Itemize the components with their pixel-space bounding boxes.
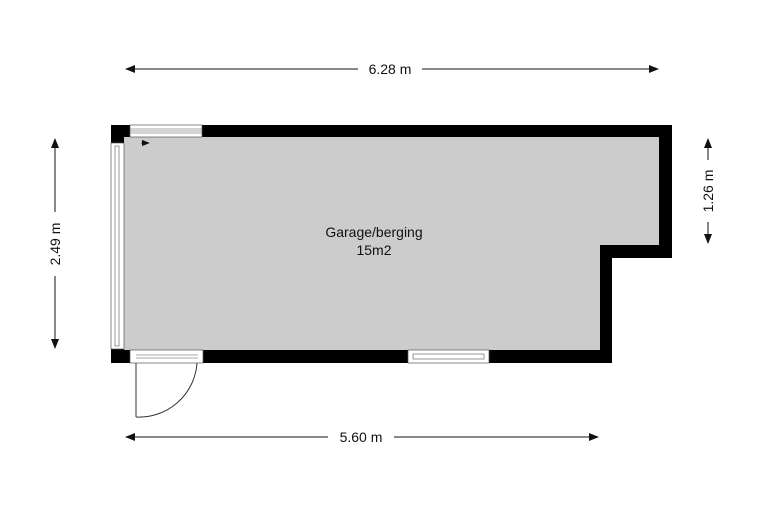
floor-garage — [124, 137, 659, 350]
room-area: 15m2 — [356, 242, 391, 258]
dimension-left: 2.49 m — [47, 223, 63, 266]
window-bottom — [407, 349, 490, 364]
dimension-top: 6.28 m — [369, 61, 412, 77]
dimension-right: 1.26 m — [700, 170, 716, 213]
window-left — [110, 142, 125, 350]
room-name: Garage/berging — [325, 224, 422, 240]
window-top — [129, 124, 203, 138]
dimension-bottom: 5.60 m — [340, 429, 383, 445]
door-bottom — [129, 349, 204, 418]
